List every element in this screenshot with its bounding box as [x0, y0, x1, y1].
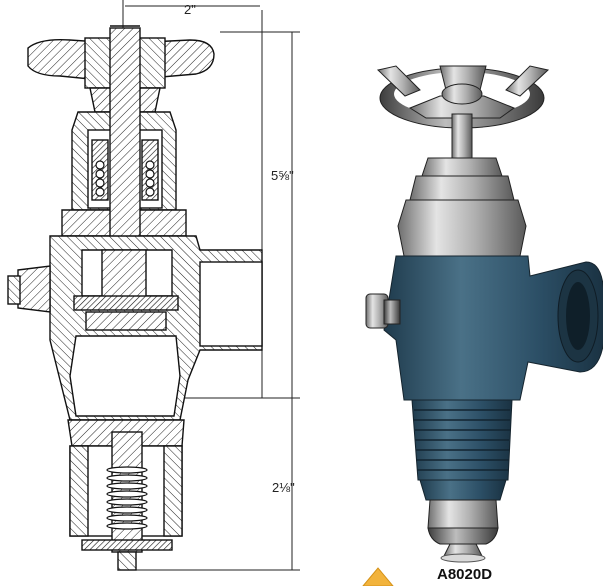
relief-section	[67, 419, 185, 571]
photo-handwheel	[376, 65, 550, 129]
valve-photo	[365, 65, 603, 563]
lower-height-dimension-label: 2⅛"	[272, 480, 295, 495]
warning-icon	[362, 567, 394, 586]
model-label: A8020D	[437, 566, 493, 583]
width-dimension-label: 2"	[184, 2, 196, 17]
valve-body-section	[7, 235, 263, 421]
upper-height-dimension-label: 5⅝"	[271, 168, 294, 183]
